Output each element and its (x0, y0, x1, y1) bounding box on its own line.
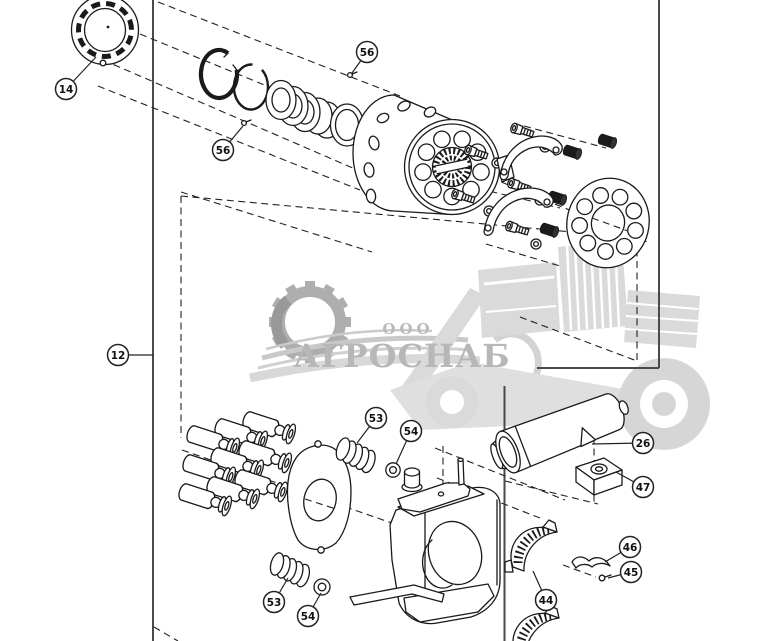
servo-cylinder (490, 393, 629, 474)
callout-12-3[interactable]: 12 (106, 343, 154, 367)
callout-14-0[interactable]: 14 (54, 56, 97, 101)
orifice-ball-lower (240, 119, 252, 127)
retaining-ring (232, 63, 270, 111)
cradle-bearing-lower (507, 606, 559, 641)
piston-retainer-plate (566, 177, 650, 269)
callout-balloon[interactable] (619, 560, 643, 584)
callout-53-4[interactable]: 53 (356, 406, 388, 444)
figure-border-lines (152, 0, 660, 641)
callout-balloon[interactable] (106, 343, 130, 367)
watermark-company-prefix: ООО (382, 320, 433, 338)
callout-54-5[interactable]: 54 (395, 419, 423, 465)
cylinder-barrel (352, 94, 501, 216)
callout-45-11[interactable]: 45 (607, 560, 643, 584)
callout-balloon[interactable] (399, 419, 423, 443)
callout-balloon[interactable] (364, 406, 388, 430)
gear-icon (269, 281, 351, 363)
bushing (561, 143, 584, 161)
servo-spring-lower (266, 550, 314, 589)
ball-guide-lower (483, 187, 554, 236)
combine-harvester-graphic (390, 241, 710, 450)
disc-spring-stack (265, 79, 342, 139)
callout-balloon[interactable] (355, 40, 379, 64)
snap-ring (198, 47, 240, 101)
callout-balloon[interactable] (296, 604, 320, 628)
control-arm (397, 457, 471, 513)
splined-hub (431, 146, 473, 188)
callout-53-6[interactable]: 53 (262, 577, 289, 614)
watermark-company-name: АГРОСНАБ (293, 337, 510, 375)
seal-washer-lower (313, 578, 331, 596)
callout-balloon[interactable] (534, 588, 558, 612)
callout-54-7[interactable]: 54 (296, 592, 322, 628)
callout-balloon[interactable] (631, 475, 655, 499)
piston-cluster (175, 408, 299, 518)
callout-balloon[interactable] (631, 431, 655, 455)
cradle-bearing-upper (505, 520, 557, 572)
callout-44-12[interactable]: 44 (532, 570, 558, 612)
callout-balloon[interactable] (618, 535, 642, 559)
arm-pin (457, 458, 465, 486)
callout-balloon[interactable] (211, 138, 235, 162)
guide-screw-set (450, 121, 619, 250)
callout-balloon[interactable] (262, 590, 286, 614)
callout-56-2[interactable]: 56 (211, 125, 244, 162)
valve-plate (70, 0, 140, 67)
watermark: ООО АГРОСНАБ (249, 241, 710, 450)
clip-pin (598, 574, 612, 582)
retainer-clip (571, 556, 611, 569)
callout-46-10[interactable]: 46 (604, 535, 642, 563)
ball-guide-upper (499, 135, 563, 181)
seal-washer-upper (385, 462, 401, 478)
callout-balloon[interactable] (54, 77, 78, 101)
stop-block (575, 457, 623, 496)
orifice-ball-upper (346, 71, 358, 79)
callout-56-1[interactable]: 56 (351, 40, 379, 74)
barrel-bores (414, 130, 490, 206)
